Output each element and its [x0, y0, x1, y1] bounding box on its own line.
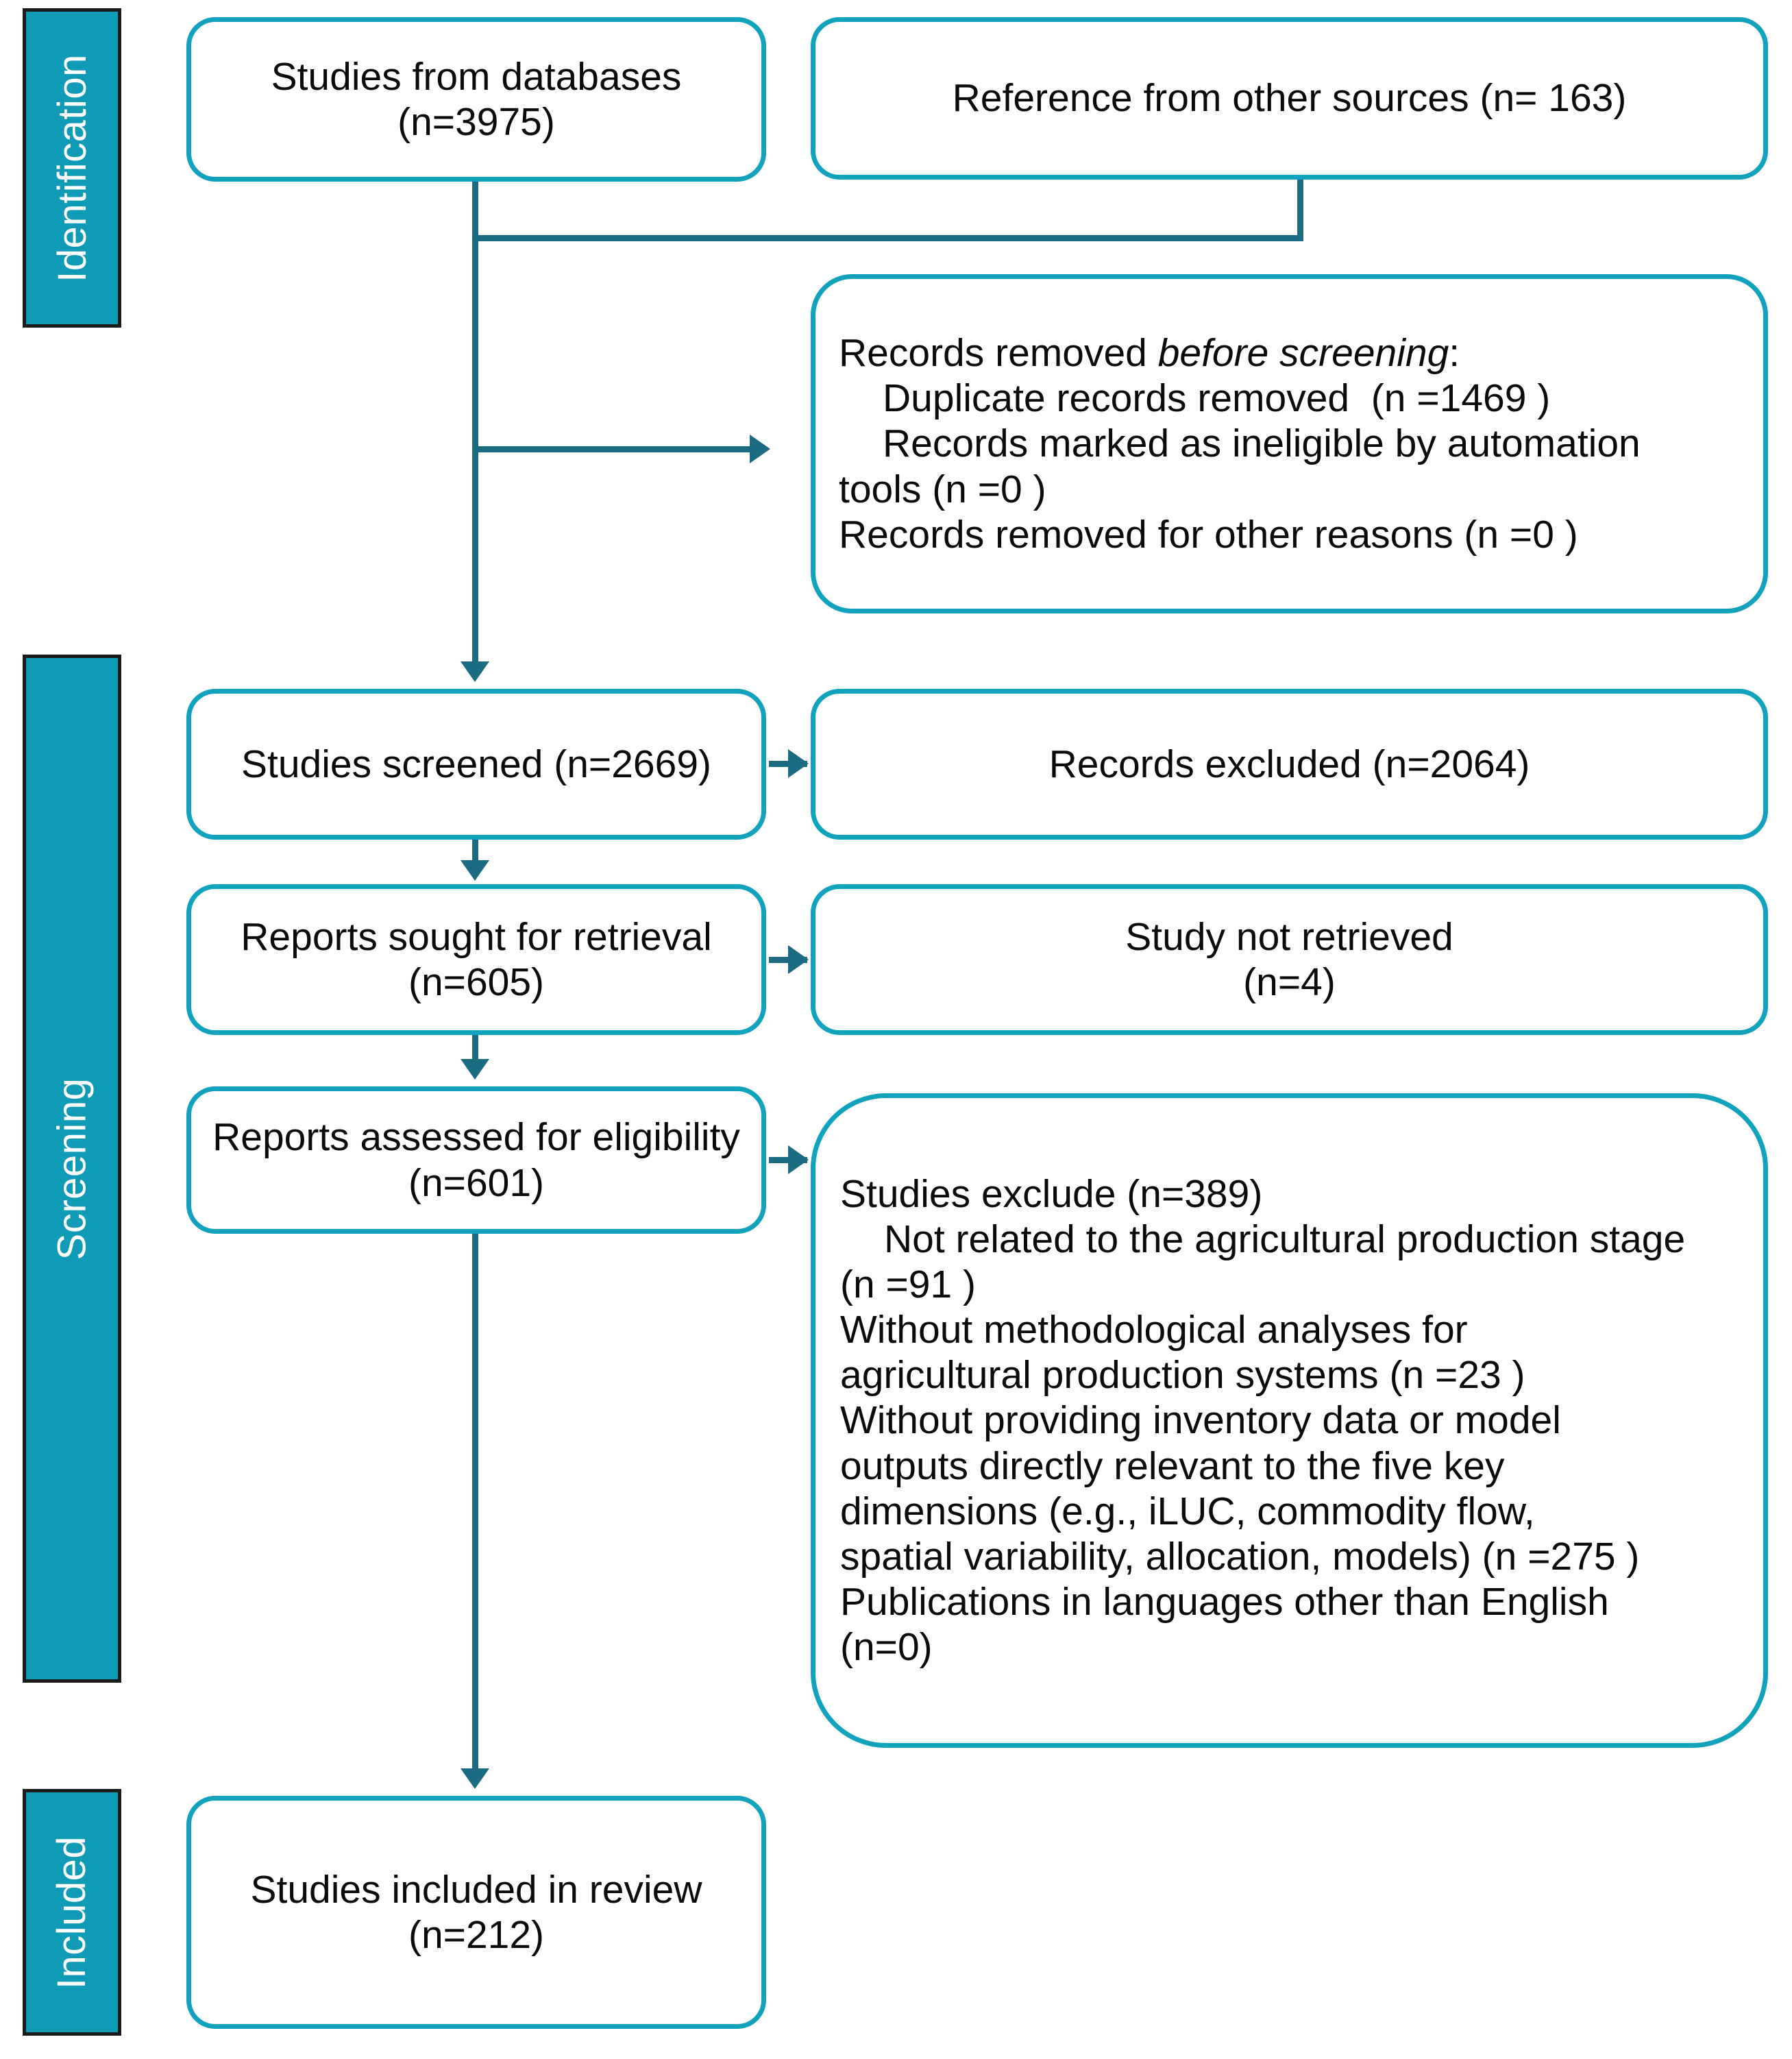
connector-merge-horizontal [472, 235, 1303, 241]
node-studies-excluded-item3b: outputs directly relevant to the five ke… [840, 1443, 1505, 1488]
node-included-line1: Studies included in review [250, 1867, 702, 1912]
node-screened-line1: Studies screened (n=2669) [241, 742, 712, 786]
node-records-removed-item-other: Records removed for other reasons (n =0 … [839, 512, 1578, 557]
connector-to-records-removed [472, 446, 750, 452]
connector-databases-vertical [472, 182, 478, 470]
arrow-assessed-to-studies-excluded [788, 1145, 809, 1174]
node-studies-included-in-review[interactable]: Studies included in review (n=212) [186, 1796, 766, 2029]
node-studies-excluded-item4b: (n=0) [840, 1624, 933, 1669]
node-assessed-line1: Reports assessed for eligibility [212, 1115, 740, 1160]
phase-label-identification: Identification [49, 53, 95, 282]
node-sought-line1: Reports sought for retrieval [241, 914, 712, 959]
node-records-removed-header: Records removed before screening: [839, 330, 1740, 376]
node-records-removed-before-screening[interactable]: Records removed before screening: Duplic… [811, 274, 1768, 613]
node-studies-excluded-item3a: Without providing inventory data or mode… [840, 1398, 1561, 1443]
arrow-to-screened [461, 661, 489, 682]
phase-bar-screening: Screening [23, 655, 121, 1683]
node-included-line2: (n=212) [408, 1913, 545, 1957]
node-records-excluded-line1: Records excluded (n=2064) [1048, 742, 1530, 786]
node-reference-other-sources[interactable]: Reference from other sources (n= 163) [811, 17, 1768, 180]
phase-bar-included: Included [23, 1789, 121, 2036]
node-reports-assessed-for-eligibility[interactable]: Reports assessed for eligibility (n=601) [186, 1086, 766, 1234]
connector-sought-to-assessed [472, 1035, 478, 1062]
node-reports-sought-for-retrieval[interactable]: Reports sought for retrieval (n=605) [186, 884, 766, 1035]
node-studies-excluded-item2b: agricultural production systems (n =23 ) [840, 1353, 1525, 1398]
connector-other-sources-vertical [1297, 180, 1303, 240]
node-studies-excluded-item3c: dimensions (e.g., iLUC, commodity flow, [840, 1489, 1535, 1533]
arrow-assessed-to-included [461, 1768, 489, 1789]
node-study-not-retrieved[interactable]: Study not retrieved (n=4) [811, 884, 1768, 1035]
node-studies-excluded-header: Studies exclude (n=389) [840, 1171, 1263, 1216]
arrow-sought-to-assessed [461, 1059, 489, 1080]
connector-spine-to-screened [472, 446, 478, 668]
node-records-excluded[interactable]: Records excluded (n=2064) [811, 689, 1768, 840]
records-removed-header-suffix: : [1449, 331, 1460, 376]
phase-label-included: Included [49, 1836, 95, 1989]
phase-bar-identification: Identification [23, 8, 121, 328]
node-databases-line2: (n=3975) [397, 100, 555, 144]
node-other-sources-line1: Reference from other sources (n= 163) [952, 76, 1627, 121]
arrow-to-records-removed [750, 435, 770, 463]
node-records-removed-item-duplicate: Duplicate records removed (n =1469 ) [883, 376, 1551, 421]
node-databases-line1: Studies from databases [271, 54, 682, 99]
node-studies-excluded[interactable]: Studies exclude (n=389) Not related to t… [811, 1093, 1768, 1748]
arrow-screened-to-excluded [788, 749, 809, 778]
node-studies-excluded-item1a: Not related to the agricultural producti… [884, 1217, 1686, 1261]
node-studies-from-databases[interactable]: Studies from databases (n=3975) [186, 17, 766, 182]
records-removed-header-emphasis: before screening [1157, 331, 1449, 376]
node-studies-excluded-item1b: (n =91 ) [840, 1263, 977, 1307]
node-studies-excluded-item4a: Publications in languages other than Eng… [840, 1579, 1609, 1624]
node-studies-excluded-item2a: Without methodological analyses for [840, 1308, 1468, 1352]
node-studies-screened[interactable]: Studies screened (n=2669) [186, 689, 766, 840]
node-records-removed-item-automation-cont: tools (n =0 ) [839, 467, 1046, 511]
connector-screened-to-sought [472, 840, 478, 867]
phase-label-screening: Screening [49, 1077, 95, 1260]
node-assessed-line2: (n=601) [408, 1160, 545, 1205]
node-not-retrieved-line1: Study not retrieved [1125, 914, 1453, 959]
node-sought-line2: (n=605) [408, 960, 545, 1004]
node-not-retrieved-line2: (n=4) [1243, 960, 1336, 1004]
connector-assessed-to-included [472, 1234, 478, 1768]
arrow-sought-to-not-retrieved [788, 945, 809, 974]
arrow-screened-to-sought [461, 860, 489, 881]
node-records-removed-item-automation: Records marked as ineligible by automati… [883, 422, 1641, 466]
records-removed-header-prefix: Records removed [839, 331, 1158, 376]
node-studies-excluded-item3d: spatial variability, allocation, models)… [840, 1534, 1640, 1579]
